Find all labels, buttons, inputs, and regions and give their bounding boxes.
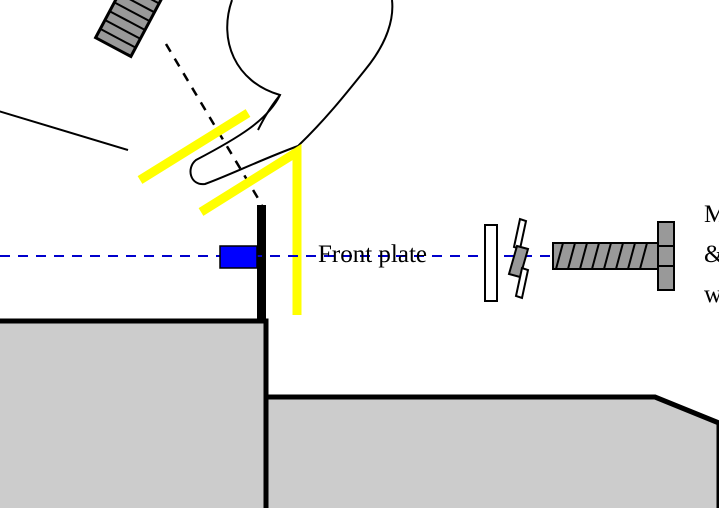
base-block-left	[0, 318, 269, 508]
flat-washer	[484, 224, 498, 302]
bracket-lower	[198, 143, 302, 315]
front-wall	[257, 205, 266, 323]
cut-label-line1: M	[704, 201, 719, 228]
camera-icon	[93, 0, 166, 59]
lock-washer	[507, 217, 530, 300]
hand-outline	[189, 0, 394, 186]
base-block-right	[263, 394, 719, 508]
blue-block	[219, 245, 258, 269]
bracket-upper	[137, 109, 251, 184]
screw-icon	[552, 221, 675, 291]
front-plate-label: Front plate	[318, 241, 427, 268]
cut-label-line3: w	[704, 281, 719, 308]
cable-line	[0, 110, 129, 151]
finger-line	[257, 94, 281, 131]
cut-label-line2: &	[704, 241, 719, 268]
view-line	[164, 43, 264, 206]
